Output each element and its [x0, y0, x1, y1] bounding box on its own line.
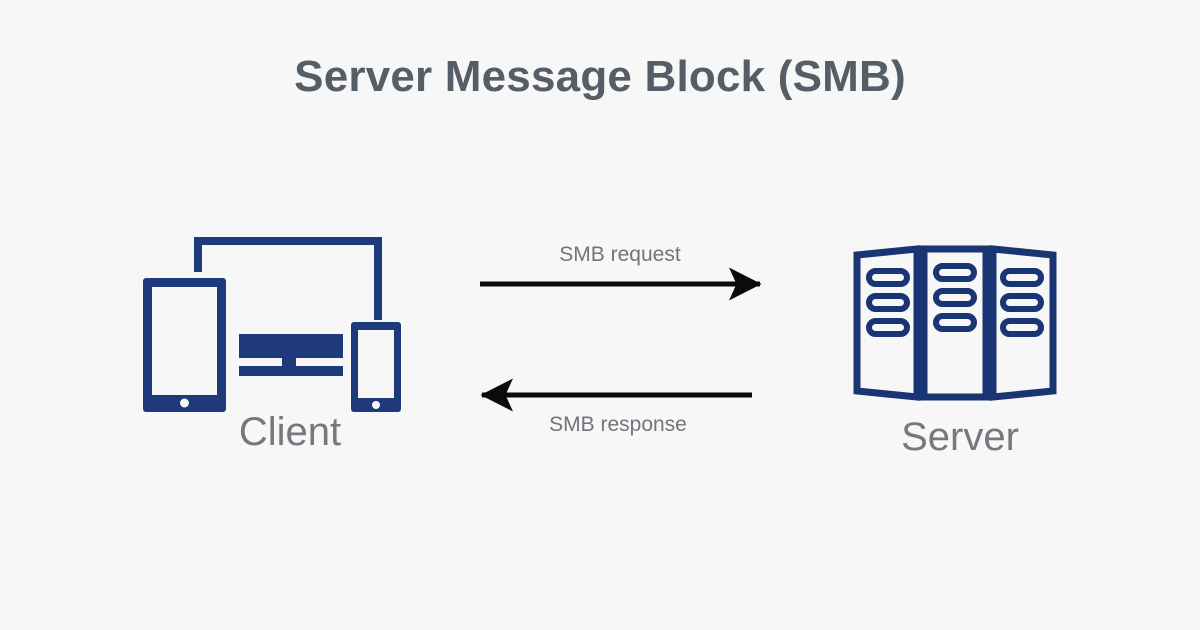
- server-slots-left: [866, 268, 910, 337]
- tablet-icon: [143, 278, 226, 412]
- server-label: Server: [901, 415, 1019, 459]
- client-devices-icon: [130, 225, 420, 425]
- server-slots-right: [1000, 268, 1044, 337]
- server-rack-icon: [845, 238, 1065, 408]
- server-slots-center: [933, 263, 977, 332]
- server-icon-svg: [853, 245, 1057, 401]
- server-panel-center: [920, 245, 990, 401]
- client-label: Client: [238, 410, 342, 454]
- smartphone-icon: [351, 322, 401, 412]
- smb-response-label: SMB response: [549, 413, 687, 436]
- page-title: Server Message Block (SMB): [294, 52, 906, 101]
- desktop-monitor-icon: [239, 334, 343, 376]
- server-panel-left: [853, 245, 921, 401]
- client-connector-bracket: [194, 237, 382, 320]
- server-panel-right: [989, 245, 1057, 401]
- message-arrows: [460, 260, 780, 412]
- arrows-svg: [480, 267, 762, 412]
- client-icon-svg: [143, 237, 401, 412]
- smb-request-label: SMB request: [559, 243, 681, 266]
